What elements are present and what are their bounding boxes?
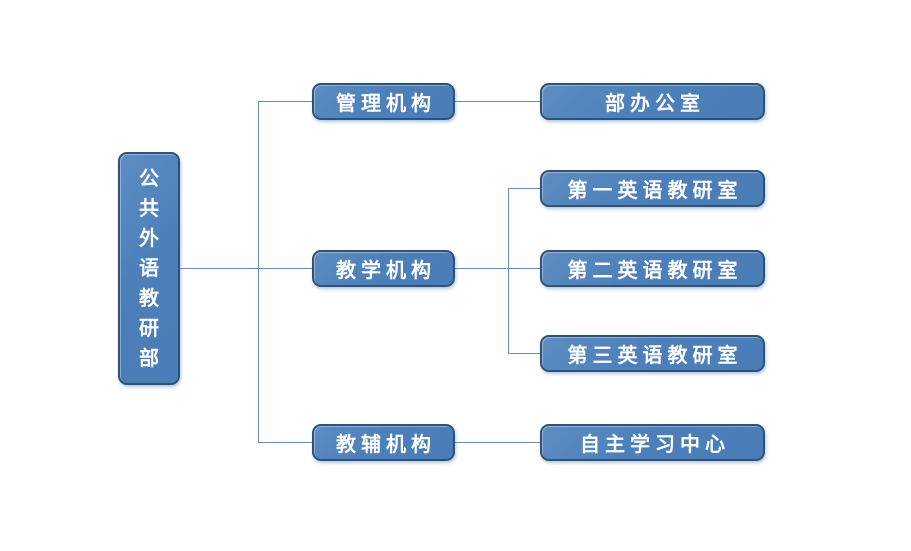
org-node-teaching-label: 教学机构 (336, 260, 436, 282)
org-node-root-label: 公共外语教研部 (139, 167, 159, 370)
connector-aux-to-selfstudy (455, 442, 540, 443)
connector-root-to-trunk (180, 268, 312, 269)
org-node-dept-office-label: 部办公室 (605, 93, 705, 115)
connector-trunk-to-aux (258, 442, 312, 443)
org-node-self-study-center[interactable]: 自主学习中心 (540, 424, 765, 461)
connector-trunk-to-eng3 (508, 353, 540, 354)
org-node-english-office-3[interactable]: 第三英语教研室 (540, 335, 765, 372)
connector-right-trunk (508, 188, 509, 354)
org-node-english-office-1[interactable]: 第一英语教研室 (540, 170, 765, 207)
connector-trunk-to-eng1 (508, 188, 540, 189)
connector-trunk-to-mgmt (258, 101, 312, 102)
org-node-management-label: 管理机构 (336, 93, 436, 115)
org-node-teaching[interactable]: 教学机构 (312, 250, 455, 287)
org-node-dept-office[interactable]: 部办公室 (540, 83, 765, 120)
connector-teach-to-trunk (455, 268, 540, 269)
org-node-management[interactable]: 管理机构 (312, 83, 455, 120)
org-node-english-office-2-label: 第二英语教研室 (567, 260, 743, 282)
org-node-english-office-2[interactable]: 第二英语教研室 (540, 250, 765, 287)
org-node-english-office-3-label: 第三英语教研室 (567, 345, 743, 367)
org-node-english-office-1-label: 第一英语教研室 (567, 180, 743, 202)
org-node-support-label: 教辅机构 (336, 434, 436, 456)
org-node-root[interactable]: 公共外语教研部 (118, 152, 180, 385)
org-node-support[interactable]: 教辅机构 (312, 424, 455, 461)
connector-left-trunk (258, 101, 259, 443)
org-node-self-study-center-label: 自主学习中心 (580, 434, 730, 456)
connector-mgmt-to-office (455, 101, 540, 102)
